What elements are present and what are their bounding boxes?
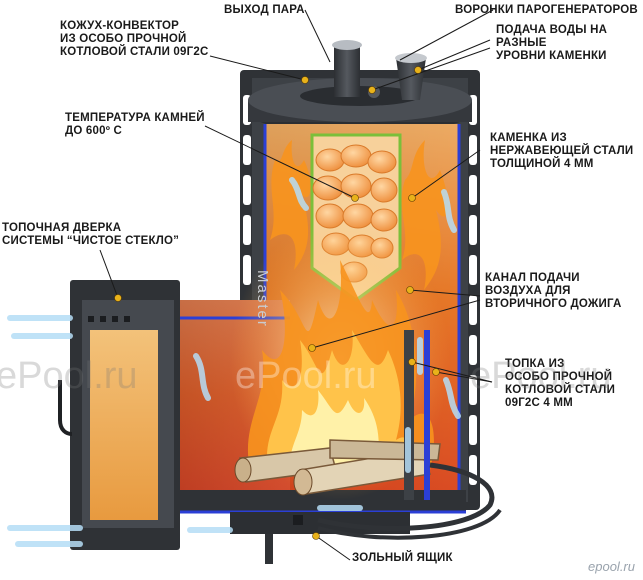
- flames: [230, 140, 450, 500]
- watermark: ePool.ru: [0, 355, 138, 397]
- label-firebox: ТОПКА ИЗ ОСОБО ПРОЧНОЙ КОТЛОВОЙ СТАЛИ 09…: [505, 358, 616, 409]
- label-door: ТОПОЧНАЯ ДВЕРКА СИСТЕМЫ “ЧИСТОЕ СТЕКЛО”: [2, 222, 180, 247]
- label-funnels: ВОРОНКИ ПАРОГЕНЕРАТОРОВ: [455, 4, 638, 16]
- watermark: ePool.ru: [235, 355, 377, 397]
- label-steam-exit: ВЫХОД ПАРА: [224, 4, 305, 16]
- watermark: ePool.ru: [470, 355, 612, 397]
- ash-box: [230, 462, 502, 564]
- airflow-arrows: [7, 177, 461, 547]
- corner-brand: epool.ru: [588, 559, 635, 574]
- leader-lines: [99, 9, 494, 561]
- label-water-supply: ПОДАЧА ВОДЫ НА РАЗНЫЕ УРОВНИ КАМЕНКИ: [496, 24, 608, 62]
- label-ash-box: ЗОЛЬНЫЙ ЯЩИК: [352, 552, 453, 564]
- top-plate: [248, 78, 472, 134]
- label-stone-box: КАМЕНКА ИЗ НЕРЖАВЕЮЩЕЙ СТАЛИ ТОЛЩИНОЙ 4 …: [490, 132, 634, 170]
- firebox-door: [58, 280, 180, 550]
- stove-brand-text: Master: [254, 270, 271, 328]
- air-channels: [404, 330, 430, 500]
- label-air-channel: КАНАЛ ПОДАЧИ ВОЗДУХА ДЛЯ ВТОРИЧНОГО ДОЖИ…: [485, 272, 622, 310]
- label-convector: КОЖУХ-КОНВЕКТОР ИЗ ОСОБО ПРОЧНОЙ КОТЛОВО…: [60, 20, 209, 58]
- leader-dots: [114, 66, 440, 540]
- label-stone-temperature: ТЕМПЕРАТУРА КАМНЕЙ ДО 600º С: [65, 112, 205, 137]
